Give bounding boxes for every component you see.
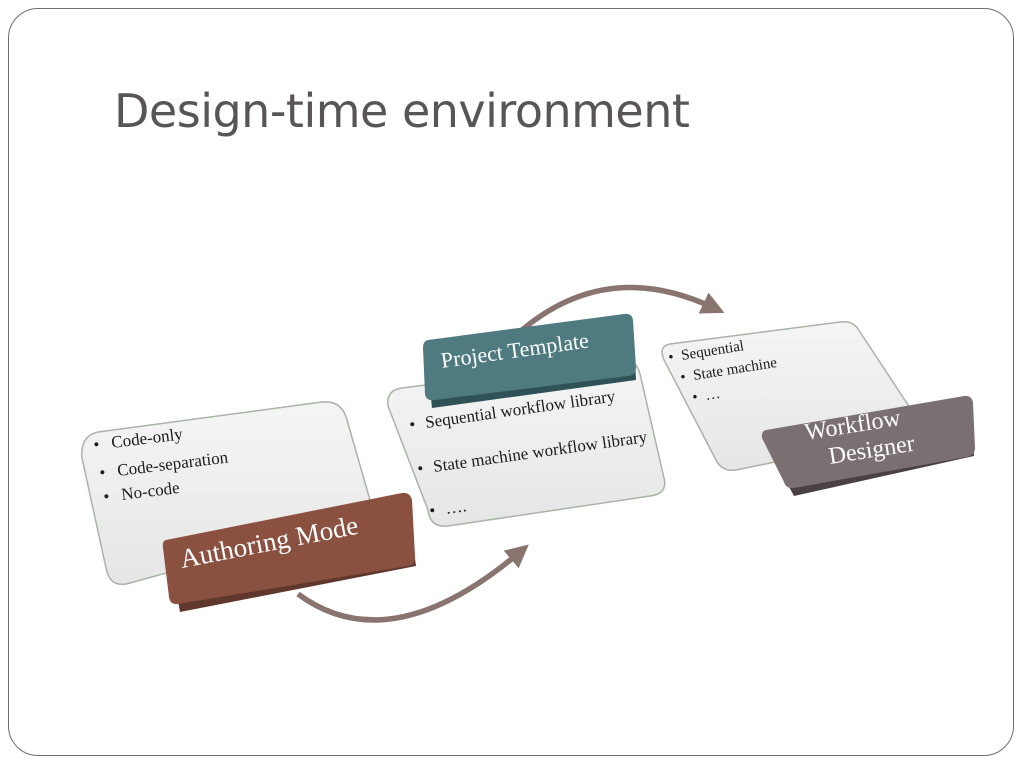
bullet-glyph: • xyxy=(667,349,675,366)
bullet-glyph: • xyxy=(408,415,417,435)
workflow-designer-block xyxy=(761,395,975,489)
bullet-glyph: • xyxy=(98,463,106,483)
project-template-block xyxy=(423,313,636,401)
connector-arrow-2 xyxy=(520,284,725,333)
bullet-glyph: • xyxy=(428,501,437,521)
bullet-glyph: • xyxy=(416,459,425,479)
bullet-glyph: • xyxy=(92,435,100,455)
step-workflow-designer: • Sequential • State machine • … Workflo… xyxy=(661,320,975,496)
connector-arrow-1 xyxy=(296,544,529,623)
authoring-mode-block xyxy=(162,492,416,605)
bullet-glyph: • xyxy=(102,487,110,507)
step-authoring-mode: • Code-only • Code-separation • No-code … xyxy=(81,401,416,612)
step-project-template: • Sequential workflow library • State ma… xyxy=(387,313,666,527)
bullet-glyph: • xyxy=(691,389,699,406)
workflow-designer-bullet-more: … xyxy=(704,386,721,404)
slide-title: Design-time environment xyxy=(114,84,690,138)
bullet-glyph: • xyxy=(679,369,687,386)
project-template-bullet-more: …. xyxy=(444,496,468,518)
